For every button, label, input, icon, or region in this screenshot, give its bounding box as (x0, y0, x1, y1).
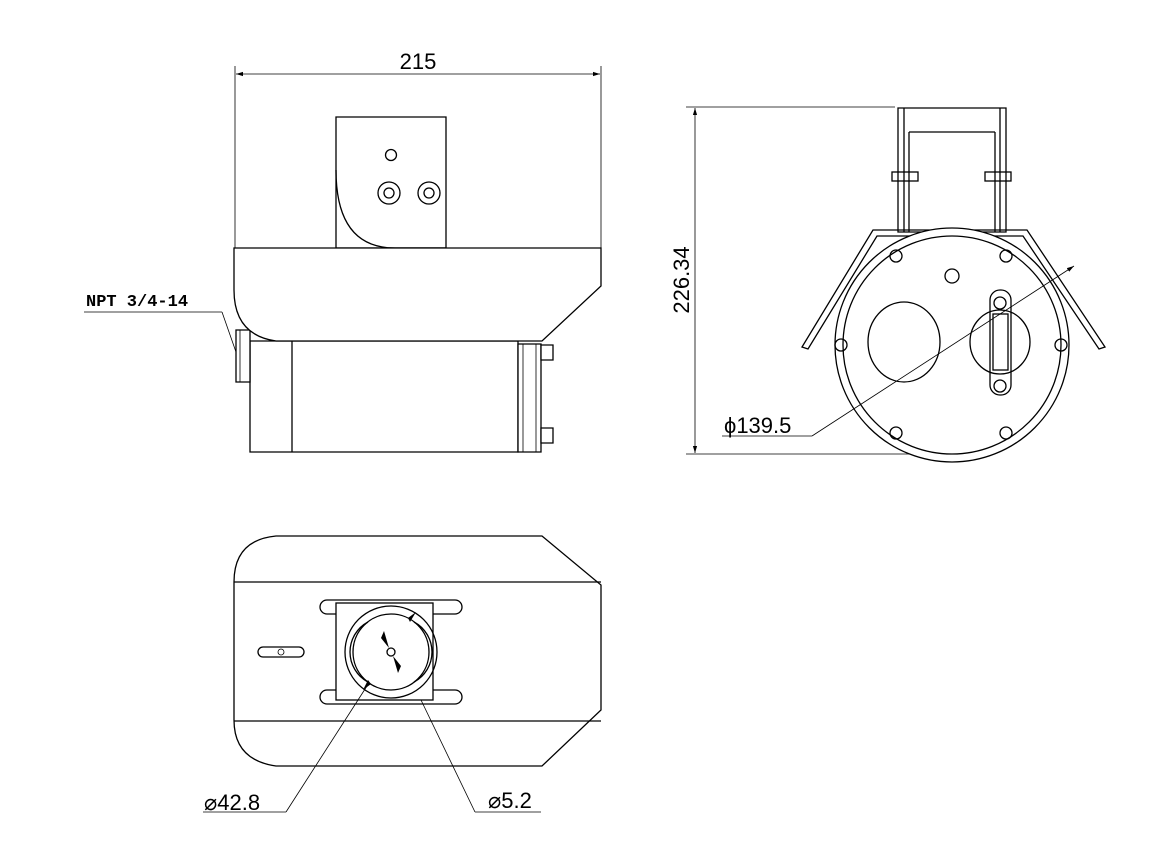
npt-leader-diagonal (221, 311, 237, 353)
bolt-icon (889, 249, 903, 263)
front-view: 226.34 ϕ139.5 (669, 106, 1107, 463)
indicator-arrow (363, 680, 371, 690)
mount-ring-outer (344, 605, 438, 699)
hole-diameter-label: ⌀5.2 (488, 788, 532, 813)
mount-center-hole (386, 647, 396, 657)
side-view: 215 NPT 3/4-14 (84, 49, 602, 453)
front-bolts (834, 249, 1068, 440)
front-latch-top (540, 344, 554, 361)
u-bracket-inner (903, 108, 1001, 232)
sunshield (233, 247, 602, 342)
mount-slot-left (349, 621, 369, 683)
bracket-hole (384, 148, 398, 162)
npt-label: NPT 3/4-14 (86, 293, 188, 312)
bracket-screw-right-inner (423, 187, 435, 199)
u-bracket-outer (897, 107, 1007, 233)
wiper-screw-bottom (993, 379, 1007, 393)
bolt-icon (944, 268, 960, 284)
lens-window-right (969, 309, 1031, 375)
sunshield-wings (801, 229, 1107, 350)
bolt-icon (999, 426, 1013, 440)
cable-gland (235, 329, 251, 383)
front-bezel (517, 343, 542, 453)
bolt-icon (999, 249, 1013, 263)
front-housing-inner (842, 235, 1062, 455)
bracket-nut-right (984, 171, 1012, 182)
u-bracket-pole (908, 131, 996, 232)
bracket-screw-left-inner (383, 187, 395, 199)
width-dimension-label: 215 (400, 49, 437, 74)
indicator-arrow (408, 612, 416, 622)
indicator-arrow (393, 656, 401, 673)
wiper-slot (989, 289, 1012, 396)
height-dimension-label: 226.34 (669, 246, 694, 313)
bolt-icon (889, 426, 903, 440)
mount-slot-right (413, 621, 433, 683)
side-slot (257, 646, 305, 658)
hole-diameter-leader-diagonal (420, 699, 476, 813)
top-view: ⌀42.8 ⌀5.2 (203, 535, 602, 815)
diameter-leader-diagonal (811, 265, 1075, 437)
mount-plate (335, 602, 434, 701)
indicator-arrow (381, 631, 389, 648)
housing-body (249, 340, 519, 453)
mount-ring-inner (352, 613, 430, 691)
front-latch-bottom (540, 427, 554, 444)
front-diameter-label: ϕ139.5 (724, 413, 791, 438)
mount-diameter-leader-diagonal (285, 685, 368, 813)
side-slot-dot (277, 648, 285, 656)
bolt-icon (1054, 338, 1068, 352)
mount-diameter-label: ⌀42.8 (204, 790, 260, 815)
bolt-icon (834, 338, 848, 352)
bracket-nut-left (891, 171, 919, 182)
bracket-screw-left (377, 181, 401, 205)
lens-window-left (867, 301, 941, 383)
bracket-screw-right (417, 181, 441, 205)
wiper-screw-top (993, 296, 1007, 310)
